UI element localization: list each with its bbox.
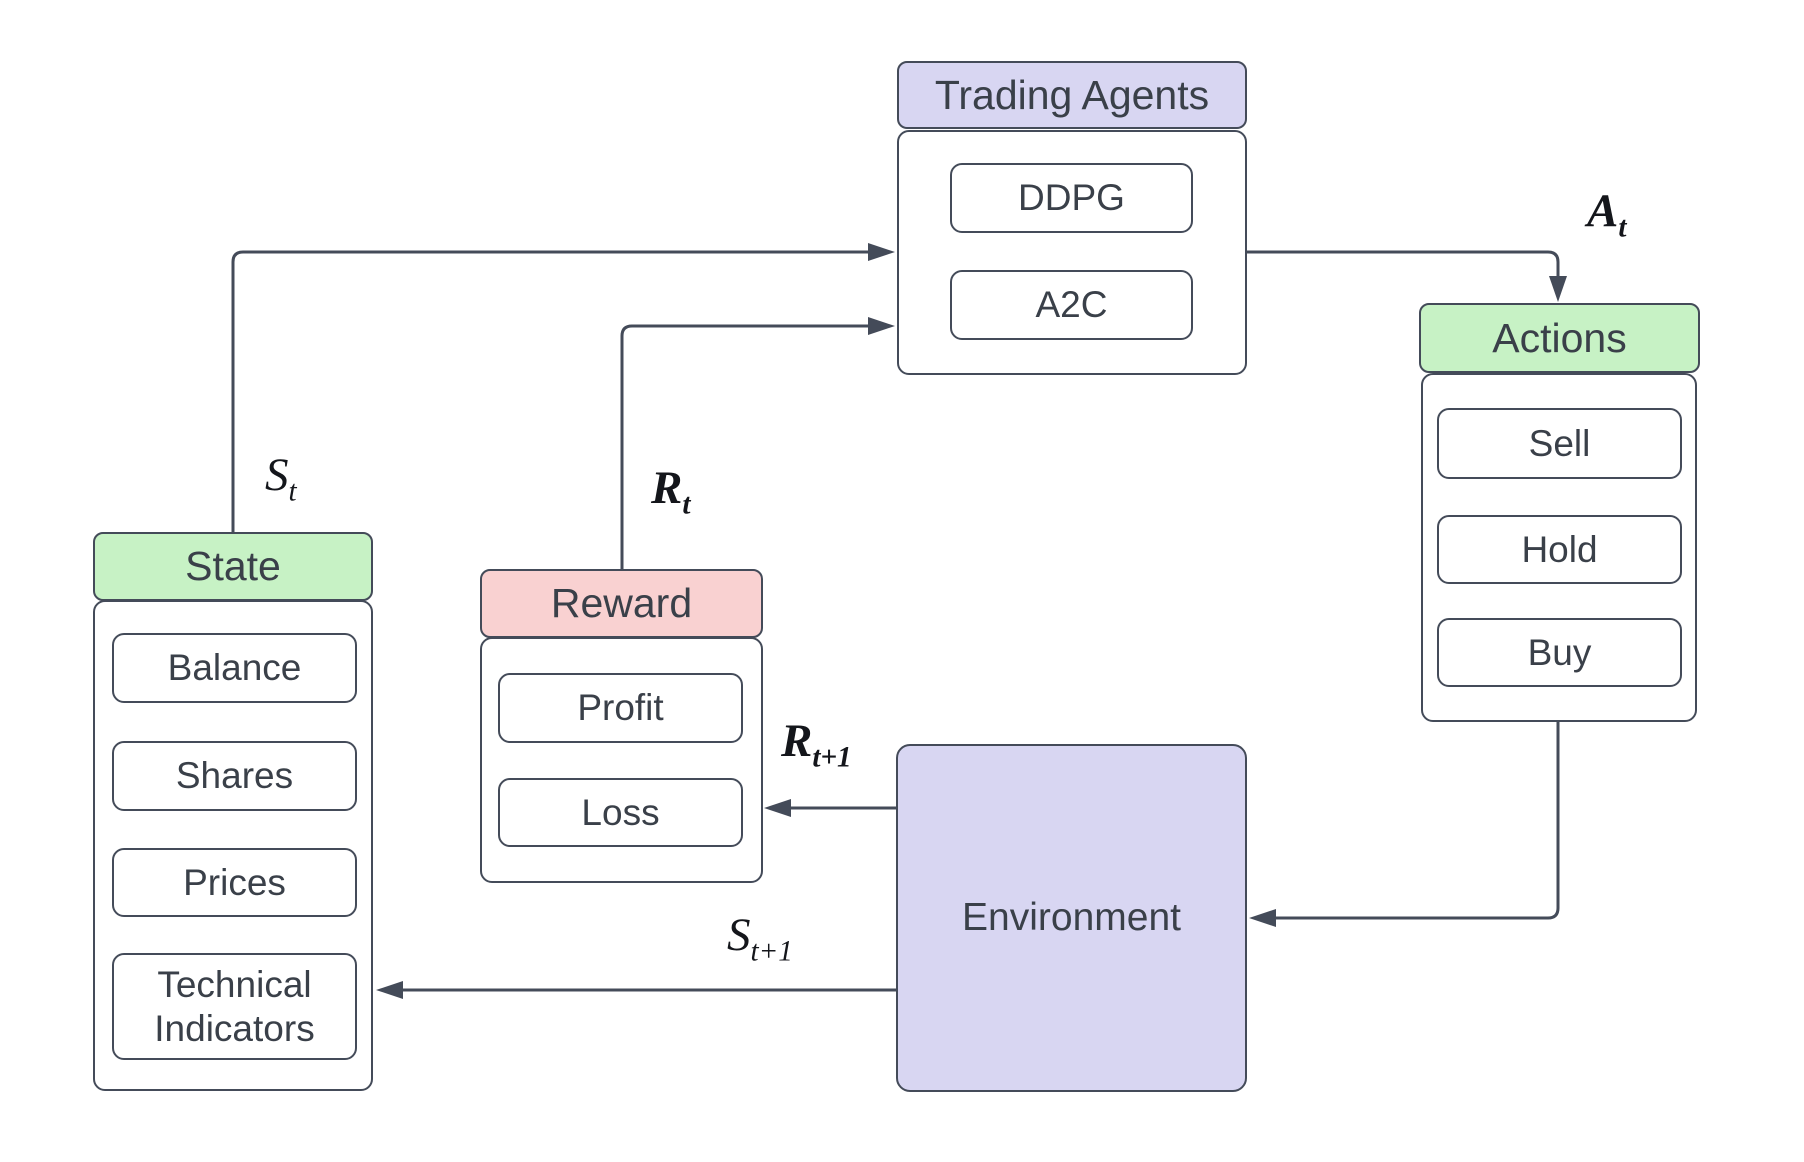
node-buy: Buy: [1437, 618, 1682, 687]
node-technical-indicators: Technical Indicators: [112, 953, 357, 1060]
node-shares: Shares: [112, 741, 357, 811]
arrowhead-down-icon: [1549, 276, 1567, 302]
state-header: State: [93, 532, 373, 601]
arrowhead-left-icon: [376, 981, 403, 999]
arrowhead-left-icon: [1249, 909, 1276, 927]
environment-node: Environment: [896, 744, 1247, 1092]
trading-agents-header: Trading Agents: [897, 61, 1247, 129]
edge-label-s-t1: St+1: [727, 909, 793, 968]
edge-agents-to-actions: [1245, 250, 1567, 302]
edge-environment-to-state: [376, 981, 898, 999]
edge-label-a-t: At: [1587, 185, 1627, 244]
node-prices: Prices: [112, 848, 357, 917]
node-ddpg: DDPG: [950, 163, 1193, 233]
edge-label-r-t1: Rt+1: [781, 715, 852, 774]
node-hold: Hold: [1437, 515, 1682, 584]
node-loss: Loss: [498, 778, 743, 847]
edge-actions-to-environment: [1249, 720, 1560, 927]
arrowhead-left-icon: [764, 799, 791, 817]
actions-header: Actions: [1419, 303, 1700, 373]
arrowhead-right-icon: [868, 243, 895, 261]
edge-environment-to-reward: [764, 799, 898, 817]
edge-reward-to-agents: [620, 317, 895, 571]
edge-state-to-agents: [231, 243, 895, 534]
reward-header: Reward: [480, 569, 763, 638]
edge-label-s-t: St: [265, 449, 297, 508]
edge-label-r-t: Rt: [651, 462, 691, 521]
node-balance: Balance: [112, 633, 357, 703]
node-sell: Sell: [1437, 408, 1682, 479]
node-a2c: A2C: [950, 270, 1193, 340]
arrowhead-right-icon: [868, 317, 895, 335]
node-profit: Profit: [498, 673, 743, 743]
